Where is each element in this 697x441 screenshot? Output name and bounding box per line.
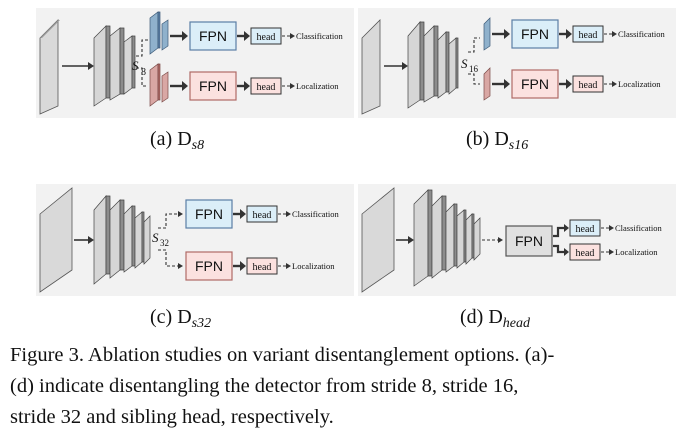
panel-a-diagram: S 8 FPN FPN (36, 8, 354, 118)
loc-head-label: head (576, 248, 595, 259)
loc-fpn-label: FPN (521, 76, 549, 92)
backbone-plates (93, 195, 151, 285)
caption-line-3: stride 32 and sibling head, respectively… (10, 406, 334, 428)
subcaption-b-prefix: (b) (466, 128, 490, 150)
subcaption-d-symbol: D (488, 306, 503, 328)
classification-label: Classification (615, 223, 662, 233)
subcaption-a: (a) Ds8 (150, 128, 204, 154)
to-head-arrows (559, 29, 572, 89)
input-arrow (384, 62, 408, 70)
classification-label: Classification (292, 209, 339, 219)
subcaption-b-sub: s16 (508, 138, 529, 153)
figure-caption: Figure 3. Ablation studies on variant di… (10, 340, 690, 433)
output-arrows (601, 227, 609, 253)
loc-branch-plates (149, 63, 169, 107)
loc-fpn-label: FPN (199, 78, 227, 94)
cls-fpn-label: FPN (521, 26, 549, 42)
subcaption-d-sub: head (502, 316, 530, 331)
loc-head-box (246, 257, 278, 275)
cls-head-box (569, 219, 601, 237)
cls-head-box (250, 27, 282, 45)
loc-head-label: head (579, 80, 598, 91)
cls-fpn-box (189, 21, 237, 51)
localization-label: Localization (618, 79, 661, 89)
cls-head-label: head (576, 224, 595, 235)
localization-label: Localization (292, 261, 335, 271)
loc-head-box (250, 77, 282, 95)
output-arrows (278, 213, 286, 267)
caption-line-1: Figure 3. Ablation studies on variant di… (10, 344, 555, 366)
localization-label: Localization (615, 247, 658, 257)
input-arrow (74, 236, 94, 244)
input-arrow (62, 62, 94, 70)
loc-branch-plates (483, 67, 491, 101)
split-label: S (461, 56, 468, 71)
cls-head-label: head (257, 32, 276, 43)
panel-c-diagram: S 32 FPN FPN head head Classification Lo… (36, 184, 354, 296)
subcaption-c-symbol: D (177, 306, 192, 328)
subcaption-b-symbol: D (494, 128, 509, 150)
subcaption-a-prefix: (a) (150, 128, 173, 150)
panel-d-diagram: FPN head head Classification Localizatio… (358, 184, 676, 296)
loc-head-label: head (253, 262, 272, 273)
input-image-plate (39, 187, 73, 293)
split-label: S (152, 230, 159, 245)
loc-fpn-box (511, 69, 559, 99)
to-head-arrows (233, 209, 246, 271)
output-arrows (604, 33, 612, 85)
subcaption-b: (b) Ds16 (466, 128, 528, 154)
subcaption-d-prefix: (d) (460, 306, 484, 328)
output-arrows (282, 35, 290, 87)
split-label-sub: 8 (141, 67, 146, 78)
subcaption-d: (d) Dhead (460, 306, 530, 332)
cls-head-box (246, 205, 278, 223)
shared-fpn-label: FPN (515, 233, 543, 249)
branch-dashed-lines (158, 213, 178, 267)
localization-label: Localization (296, 81, 339, 91)
subcaption-c-sub: s32 (191, 316, 212, 331)
branch-dashed-lines (468, 37, 480, 85)
caption-line-2: (d) indicate disentangling the detector … (10, 375, 519, 397)
to-fpn-arrows (170, 31, 188, 91)
panel-b-diagram: S 16 FPN FPN head head (358, 8, 676, 118)
cls-branch-plates (483, 17, 491, 51)
cls-fpn-box (511, 19, 559, 49)
input-arrow (396, 236, 414, 244)
input-image-plate (39, 19, 60, 115)
loc-head-label: head (257, 82, 276, 93)
cls-fpn-box (185, 199, 233, 229)
backbone-plates (93, 25, 136, 107)
split-label: S (132, 58, 139, 73)
loc-fpn-box (189, 71, 237, 101)
subcaption-c: (c) Ds32 (150, 306, 211, 332)
cls-fpn-label: FPN (195, 206, 223, 222)
subcaption-a-symbol: D (177, 128, 192, 150)
backbone-plates (407, 21, 459, 109)
classification-label: Classification (296, 31, 343, 41)
split-label-sub: 32 (160, 238, 169, 248)
split-label-sub: 16 (469, 64, 479, 74)
to-head-arrows (237, 31, 250, 91)
shared-fpn-box (505, 225, 553, 257)
backbone-plates (413, 189, 481, 287)
subcaption-a-sub: s8 (191, 138, 205, 153)
loc-fpn-label: FPN (195, 258, 223, 274)
cls-branch-plates (149, 11, 169, 55)
to-head-arrows (553, 226, 564, 254)
to-fpn-arrows (492, 29, 510, 89)
loc-head-box (569, 243, 601, 261)
input-image-plate (361, 19, 381, 115)
branch-dashed-lines (136, 39, 148, 87)
classification-label: Classification (618, 29, 665, 39)
subcaption-c-prefix: (c) (150, 306, 173, 328)
cls-head-label: head (253, 210, 272, 221)
loc-fpn-box (185, 251, 233, 281)
cls-fpn-label: FPN (199, 28, 227, 44)
cls-head-label: head (579, 30, 598, 41)
input-image-plate (361, 187, 395, 293)
cls-head-box (572, 25, 604, 43)
loc-head-box (572, 75, 604, 93)
